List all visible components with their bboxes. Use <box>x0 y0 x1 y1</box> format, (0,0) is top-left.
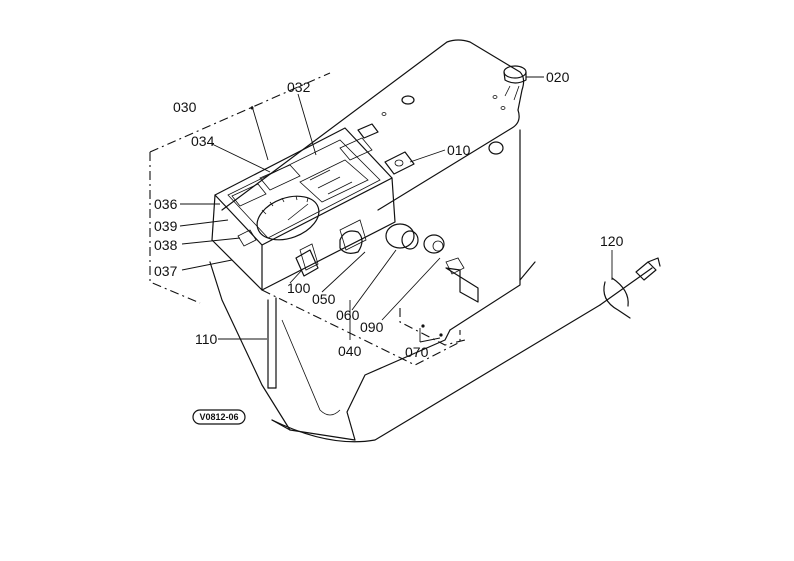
bracket-clip <box>445 257 465 275</box>
bracket-boundary <box>399 308 466 346</box>
label-090: 090 <box>360 319 384 335</box>
switch-080-body <box>385 223 415 249</box>
label-050: 050 <box>312 291 336 307</box>
label-010: 010 <box>447 142 471 158</box>
knob-050 <box>339 230 363 254</box>
leader-060 <box>351 249 397 311</box>
tachometer-ticks <box>261 195 309 215</box>
cap-knob <box>503 65 527 101</box>
boundaries <box>149 72 466 366</box>
leader-039 <box>179 219 229 227</box>
housing-skirt <box>271 261 536 441</box>
label-034: 034 <box>191 133 215 149</box>
leader-034 <box>211 143 271 173</box>
panel-front <box>211 194 263 291</box>
lamp-cluster <box>299 159 369 203</box>
cable-120 <box>599 257 661 319</box>
panel-frame <box>227 139 381 239</box>
cap-side <box>503 71 527 84</box>
housing-slot <box>357 123 379 139</box>
drawing-code-frame <box>192 409 246 425</box>
lamp-060 <box>423 234 445 254</box>
key-switch <box>384 151 415 175</box>
label-036: 036 <box>154 196 178 212</box>
cable-110 <box>267 297 277 389</box>
leader-lines <box>179 76 613 343</box>
cap-top <box>503 65 527 79</box>
side-components <box>295 223 479 337</box>
leader-037 <box>181 259 233 271</box>
housing-lower-curve <box>271 304 601 443</box>
housing-inner-line <box>281 319 341 416</box>
housing-left-skirt <box>209 261 291 431</box>
label-100: 100 <box>287 280 311 296</box>
housing-hole <box>488 141 504 155</box>
part-labels: 020 010 030 032 034 036 039 038 037 100 … <box>154 69 624 360</box>
label-020: 020 <box>546 69 570 85</box>
key-switch-slot <box>394 159 404 167</box>
panel-switch <box>237 229 257 247</box>
key-switch-body <box>384 151 415 175</box>
housing <box>209 39 601 443</box>
cap-stem <box>504 85 520 101</box>
label-032: 032 <box>287 79 311 95</box>
leader-010 <box>409 149 446 163</box>
screw-point <box>439 333 443 337</box>
tachometer-dial <box>256 195 320 241</box>
meter-panel <box>211 127 396 291</box>
cable-120-clamp <box>603 277 631 319</box>
label-040: 040 <box>338 343 362 359</box>
housing-top-edge <box>221 39 525 211</box>
housing-hole <box>500 106 506 110</box>
label-030: 030 <box>173 99 197 115</box>
panel-top <box>214 127 393 246</box>
cable-110-sheath <box>267 297 277 389</box>
leader-050 <box>321 251 366 293</box>
label-039: 039 <box>154 218 178 234</box>
housing-right-side <box>449 129 521 331</box>
leader-070 <box>419 328 441 343</box>
cable-120-fitting <box>635 257 661 281</box>
housing-hole <box>381 112 387 116</box>
leader-032 <box>297 93 317 156</box>
drawing-code-badge: V0812-06 <box>192 409 246 425</box>
drawing-code-text: V0812-06 <box>199 412 238 422</box>
connector-100 <box>295 249 319 277</box>
lamp-060-lens <box>432 240 444 252</box>
panel-side <box>261 177 396 291</box>
housing-right-top <box>377 109 520 211</box>
label-060: 060 <box>336 307 360 323</box>
lamp-box <box>231 164 301 207</box>
cable-120-line <box>599 267 653 306</box>
leader-100 <box>289 269 303 284</box>
switch-080-face <box>401 230 419 250</box>
label-110: 110 <box>195 331 218 347</box>
panel-switch <box>299 219 367 271</box>
leader-038 <box>181 237 241 245</box>
housing-hole <box>492 95 498 99</box>
meter-assembly-boundary <box>149 72 331 304</box>
leader-090 <box>381 257 441 321</box>
lamp-box <box>339 137 373 161</box>
label-070: 070 <box>405 344 429 360</box>
label-037: 037 <box>154 263 178 279</box>
lower-boundary <box>261 289 461 366</box>
housing-hole <box>401 95 415 105</box>
leader-arrow-036 <box>251 105 269 161</box>
screw-point <box>421 324 425 328</box>
bracket-070 <box>445 267 479 303</box>
leader-dot <box>250 106 254 110</box>
tachometer-needle <box>287 203 309 221</box>
label-120: 120 <box>600 233 624 249</box>
label-038: 038 <box>154 237 178 253</box>
